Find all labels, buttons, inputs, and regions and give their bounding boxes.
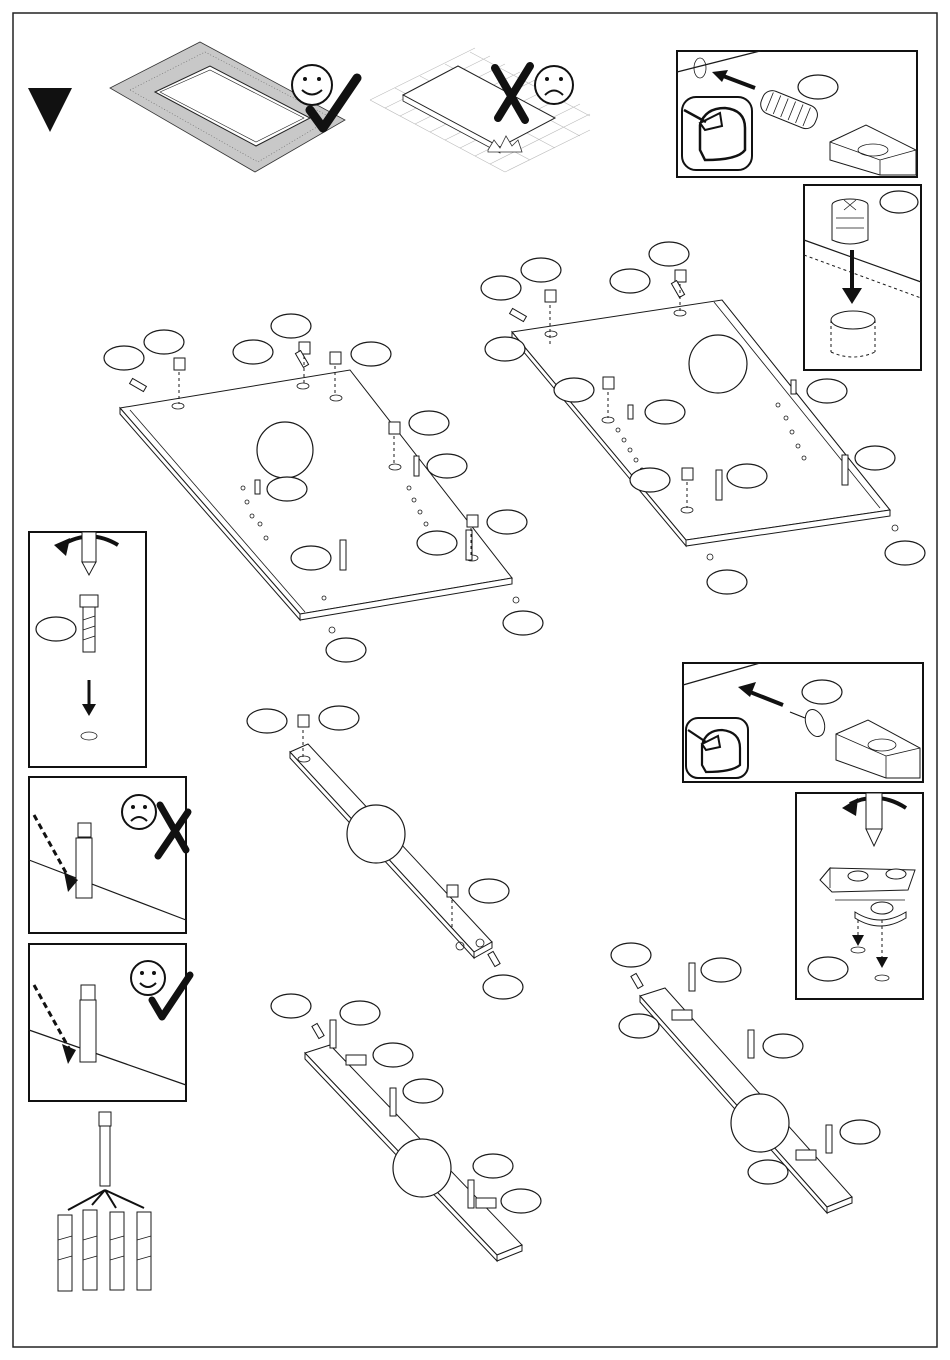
screw-bolt bbox=[340, 540, 346, 570]
panel-marker bbox=[731, 1094, 789, 1152]
dowel-insertion-detail bbox=[677, 51, 917, 177]
screw-bolt bbox=[716, 470, 722, 500]
bracket bbox=[346, 1055, 366, 1065]
panel-marker bbox=[347, 805, 405, 863]
cam-lock bbox=[603, 377, 614, 389]
bolt-incorrect-detail bbox=[29, 777, 188, 933]
safety-glasses-icon bbox=[682, 97, 752, 170]
screw-bolt bbox=[414, 456, 419, 476]
incorrect-on-floor-illustration bbox=[370, 48, 590, 172]
cam-lock bbox=[467, 515, 478, 527]
cam-lock-detail bbox=[804, 185, 921, 370]
step-strip-bottom-left bbox=[271, 994, 541, 1261]
screw-bolt bbox=[689, 963, 695, 991]
screw-bolt bbox=[330, 1020, 336, 1048]
correct-on-mat-illustration bbox=[110, 42, 357, 172]
cam-lock bbox=[389, 422, 400, 434]
screw-bolt bbox=[748, 1030, 754, 1058]
dowel bbox=[510, 308, 527, 321]
dowel bbox=[488, 951, 500, 966]
screw-bolt bbox=[390, 1088, 396, 1116]
screw-bolt bbox=[826, 1125, 832, 1153]
dowel bbox=[631, 973, 643, 988]
bolt-variants bbox=[58, 1112, 151, 1291]
screw-bolt bbox=[255, 480, 260, 494]
panel-marker bbox=[393, 1139, 451, 1197]
panel-marker bbox=[689, 335, 747, 393]
screw-bolt bbox=[468, 1180, 474, 1208]
bolt-correct-detail bbox=[29, 944, 190, 1101]
dowel bbox=[130, 378, 147, 391]
warning-triangle-icon bbox=[28, 88, 72, 132]
screw-bolt bbox=[791, 380, 796, 394]
screw-bolt-detail bbox=[29, 532, 146, 767]
cam-lock bbox=[174, 358, 185, 370]
bracket bbox=[476, 1198, 496, 1208]
cam-lock bbox=[682, 468, 693, 480]
cam-lock bbox=[447, 885, 458, 897]
screw-bolt bbox=[842, 455, 848, 485]
step-panel-top-left bbox=[104, 314, 543, 662]
dowel bbox=[312, 1023, 324, 1038]
step-narrow-panel bbox=[247, 706, 523, 999]
bracket-screw-detail bbox=[796, 793, 923, 999]
screw-bolt bbox=[628, 405, 633, 419]
dowel bbox=[671, 281, 684, 298]
bracket bbox=[796, 1150, 816, 1160]
panel-marker bbox=[257, 422, 313, 478]
peg-insertion-detail bbox=[683, 663, 923, 782]
safety-glasses-icon bbox=[686, 718, 748, 778]
bracket bbox=[672, 1010, 692, 1020]
cam-lock bbox=[545, 290, 556, 302]
cam-lock bbox=[298, 715, 309, 727]
cam-lock bbox=[330, 352, 341, 364]
